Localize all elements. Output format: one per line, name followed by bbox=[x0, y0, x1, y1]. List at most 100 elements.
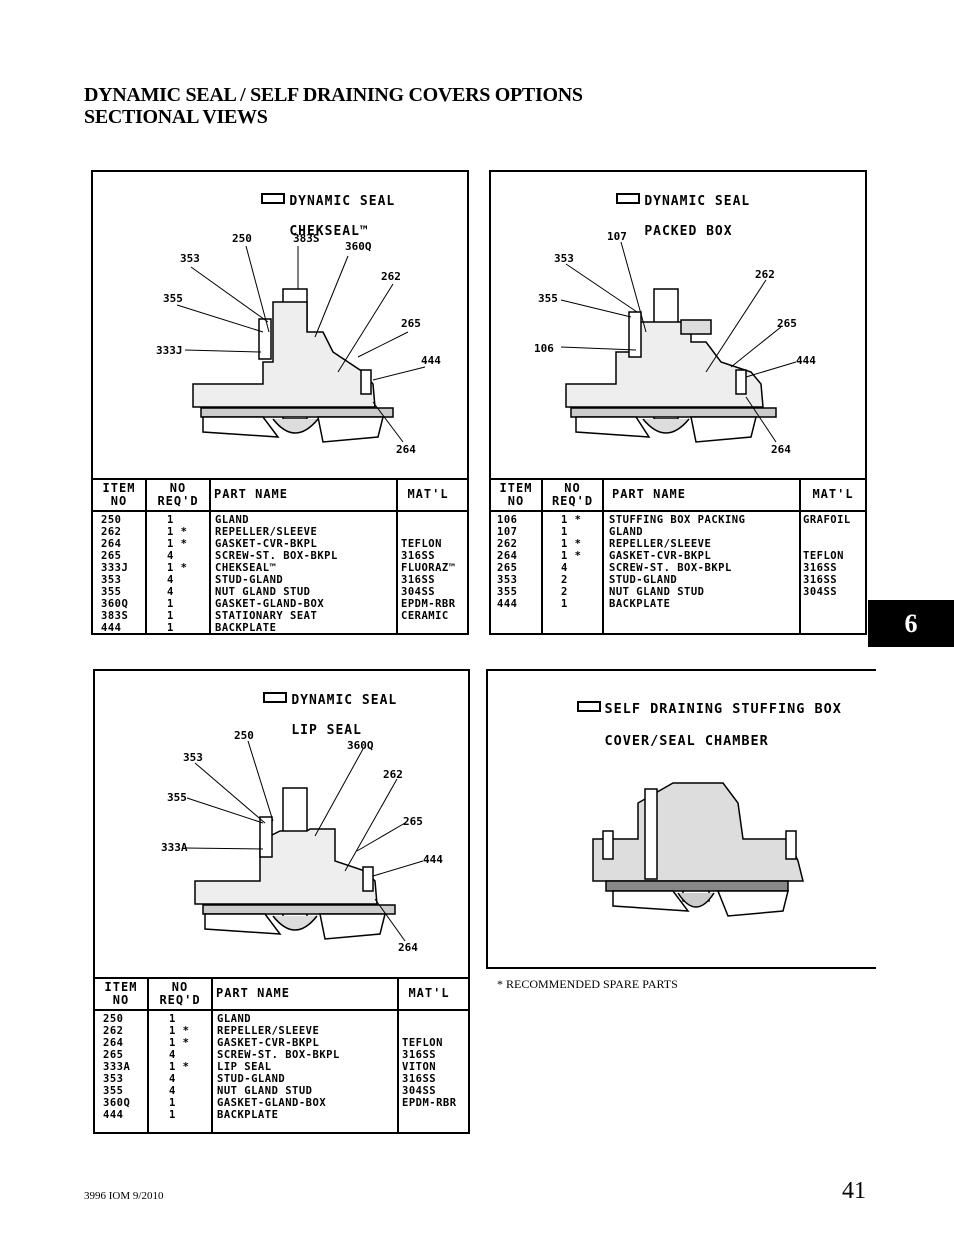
chekseal-panel: DYNAMIC SEAL CHEKSEAL™ 250 bbox=[91, 170, 469, 635]
table-cell: BACKPLATE bbox=[215, 622, 277, 634]
table-cell: STUFFING BOX PACKING bbox=[609, 514, 746, 526]
table-cell: 353 bbox=[101, 574, 122, 586]
callout-label: 106 bbox=[534, 342, 554, 355]
chekseal-title: DYNAMIC SEAL CHEKSEAL™ bbox=[226, 178, 395, 254]
header-item-no: ITEM NO bbox=[499, 481, 533, 508]
table-cell: 1 bbox=[167, 622, 174, 634]
packed-title-line2: PACKED BOX bbox=[644, 224, 733, 239]
packed-title-line1: DYNAMIC SEAL bbox=[644, 194, 751, 209]
section-tab: 6 bbox=[868, 600, 954, 647]
lip-seal-title: DYNAMIC SEAL LIP SEAL bbox=[228, 677, 397, 753]
table-cell: NUT GLAND STUD bbox=[609, 586, 705, 598]
table-cell: 316SS bbox=[803, 562, 838, 574]
table-cell: 250 bbox=[101, 514, 122, 526]
header-material: MAT'L bbox=[407, 487, 449, 501]
table-cell: FLUORAZ™ bbox=[401, 562, 456, 574]
table-cell: 1 * bbox=[561, 538, 582, 550]
callout-label: 333J bbox=[156, 344, 183, 357]
title-box-icon bbox=[263, 692, 288, 703]
callout-label: 360Q bbox=[345, 240, 372, 253]
header-no-reqd: NO REQ'D bbox=[159, 980, 201, 1007]
selfdrain-title-line1: SELF DRAINING STUFFING BOX bbox=[604, 701, 842, 717]
table-cell: GASKET-CVR-BKPL bbox=[609, 550, 712, 562]
table-cell: TEFLON bbox=[401, 538, 442, 550]
table-cell: 355 bbox=[103, 1085, 124, 1097]
table-cell: SCREW-ST. BOX-BKPL bbox=[609, 562, 732, 574]
callout-label: 264 bbox=[771, 443, 791, 456]
table-cell: 1 bbox=[167, 514, 174, 526]
table-cell: VITON bbox=[402, 1061, 437, 1073]
table-cell: 1 * bbox=[169, 1061, 190, 1073]
table-cell: LIP SEAL bbox=[217, 1061, 272, 1073]
lip-seal-panel: DYNAMIC SEAL LIP SEAL 250 353 bbox=[93, 669, 470, 1134]
callout-label: 353 bbox=[180, 252, 200, 265]
table-cell: 360Q bbox=[103, 1097, 131, 1109]
table-cell: 304SS bbox=[803, 586, 838, 598]
table-cell: 1 bbox=[167, 610, 174, 622]
table-cell: GASKET-GLAND-BOX bbox=[217, 1097, 327, 1109]
table-cell bbox=[402, 1013, 468, 1025]
packed-box-panel: DYNAMIC SEAL PACKED BOX 107 353 bbox=[489, 170, 867, 635]
table-cell: TEFLON bbox=[803, 550, 844, 562]
table-cell: CERAMIC bbox=[401, 610, 449, 622]
table-cell: 107 bbox=[497, 526, 518, 538]
callout-label: 360Q bbox=[347, 739, 374, 752]
callout-label: 444 bbox=[421, 354, 441, 367]
table-cell: 316SS bbox=[803, 574, 838, 586]
header-material: MAT'L bbox=[812, 487, 854, 501]
callout-label: 353 bbox=[183, 751, 203, 764]
table-cell: 264 bbox=[103, 1037, 124, 1049]
callout-label: 355 bbox=[167, 791, 187, 804]
table-cell: 1 bbox=[169, 1097, 176, 1109]
table-cell: STUD-GLAND bbox=[217, 1073, 286, 1085]
table-cell bbox=[402, 1109, 468, 1121]
table-cell: 264 bbox=[497, 550, 518, 562]
table-cell: 353 bbox=[103, 1073, 124, 1085]
table-cell: 264 bbox=[101, 538, 122, 550]
table-cell: 353 bbox=[497, 574, 518, 586]
table-cell: STUD-GLAND bbox=[609, 574, 678, 586]
table-cell bbox=[402, 1025, 468, 1037]
callout-label: 355 bbox=[538, 292, 558, 305]
self-draining-panel: SELF DRAINING STUFFING BOX COVER/SEAL CH… bbox=[486, 669, 876, 969]
table-cell: GASKET-GLAND-BOX bbox=[215, 598, 325, 610]
table-cell: 4 bbox=[169, 1073, 176, 1085]
table-cell: 444 bbox=[497, 598, 518, 610]
header-no-reqd: NO REQ'D bbox=[157, 481, 199, 508]
table-cell: 444 bbox=[101, 622, 122, 634]
table-cell: 265 bbox=[101, 550, 122, 562]
table-cell: GLAND bbox=[215, 514, 250, 526]
callout-label: 265 bbox=[777, 317, 797, 330]
table-cell: 1 * bbox=[561, 550, 582, 562]
packed-box-title: DYNAMIC SEAL PACKED BOX bbox=[581, 178, 750, 254]
table-cell bbox=[803, 538, 865, 550]
callout-label: 264 bbox=[398, 941, 418, 954]
table-cell: NUT GLAND STUD bbox=[217, 1085, 313, 1097]
table-cell: 1 bbox=[561, 598, 568, 610]
callout-label: 262 bbox=[381, 270, 401, 283]
table-cell: 2 bbox=[561, 574, 568, 586]
chekseal-sectional-drawing: 250 383S 360Q 353 262 355 265 333J 444 2… bbox=[156, 232, 441, 456]
page-number: 41 bbox=[842, 1178, 866, 1204]
header-material: MAT'L bbox=[408, 986, 450, 1000]
table-cell: 1 bbox=[167, 598, 174, 610]
table-cell: NUT GLAND STUD bbox=[215, 586, 311, 598]
table-cell: REPELLER/SLEEVE bbox=[215, 526, 318, 538]
self-draining-title: SELF DRAINING STUFFING BOX COVER/SEAL CH… bbox=[540, 685, 842, 765]
page-title-line2: SECTIONAL VIEWS bbox=[84, 106, 268, 128]
callout-label: 444 bbox=[796, 354, 816, 367]
table-cell: 1 bbox=[169, 1013, 176, 1025]
table-cell: 4 bbox=[167, 574, 174, 586]
table-cell: 1 * bbox=[561, 514, 582, 526]
header-item-no: ITEM NO bbox=[102, 481, 136, 508]
callout-label: 333A bbox=[161, 841, 188, 854]
table-cell: 4 bbox=[169, 1085, 176, 1097]
table-cell bbox=[803, 526, 865, 538]
